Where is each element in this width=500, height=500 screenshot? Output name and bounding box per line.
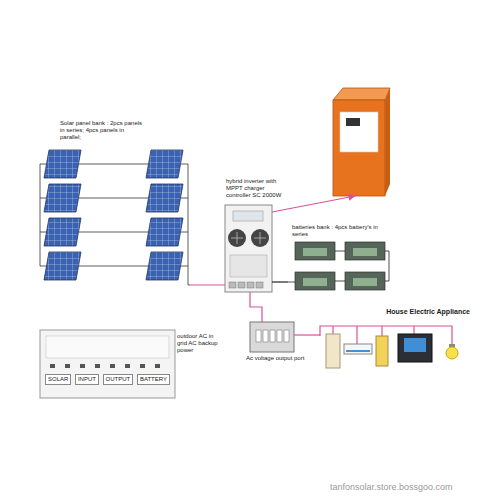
terminal [247, 282, 254, 288]
indicator [65, 364, 70, 368]
breaker [263, 330, 268, 342]
wire-connector [294, 334, 320, 335]
terminal [256, 282, 263, 288]
solar-panel [146, 184, 183, 212]
inverter-side [385, 88, 390, 196]
solar-panel [44, 150, 81, 178]
panel-bank: Solar panel bank : 2pcs panels in series… [38, 118, 190, 298]
hybrid-inverter: outdoor AC in grid AC backup power [225, 205, 272, 292]
inverter-screen [346, 118, 360, 126]
fan-blades [231, 232, 266, 244]
front-panel-strip [46, 336, 169, 358]
solar-panel [44, 218, 81, 246]
node-text: Solar panel bank : 2pcs panels in series… [60, 120, 144, 142]
watermark: tanfonsolar.store.bossgoo.com [330, 482, 453, 492]
battery-bank: batteries bank : 4pcs battery's in serie… [288, 222, 392, 296]
indicator [155, 364, 160, 368]
inverter-lid [333, 88, 390, 100]
node-text: House Electric Appliance [320, 308, 470, 316]
terminal [238, 282, 245, 288]
battery [345, 242, 385, 260]
distribution-box [250, 322, 294, 352]
monitor-screen [404, 338, 426, 352]
node-text: batteries bank : 4pcs battery's in serie… [292, 224, 388, 238]
indicator [140, 364, 145, 368]
inverter-front [340, 112, 378, 152]
parallel-bus [40, 164, 46, 266]
parallel-bus [181, 164, 190, 285]
inverter-body [333, 100, 385, 196]
inverter-housing [225, 205, 272, 292]
panel-label: BATTERY [137, 374, 170, 385]
indicator [95, 364, 100, 368]
solar-panel [44, 252, 81, 280]
node-text: outdoor AC in grid AC backup power [177, 333, 223, 355]
indicator [110, 364, 115, 368]
solar-panel [44, 184, 81, 212]
battery [295, 272, 335, 290]
battery-sticker [353, 248, 377, 256]
node-text: hybrid inverter with MPPT charger contro… [226, 178, 290, 200]
solar-panel [146, 218, 183, 246]
breaker [277, 330, 282, 342]
appliance-monitor [398, 334, 432, 362]
appliance-group: House Electric Appliance [320, 308, 470, 374]
inverter-photo: hybrid inverter with MPPT charger contro… [333, 88, 390, 196]
battery-sticker [303, 278, 327, 286]
breaker [256, 330, 261, 342]
panel-label: SOLAR [45, 374, 71, 385]
indicator [125, 364, 130, 368]
node-text: Ac voltage output port [246, 355, 326, 362]
indicator [80, 364, 85, 368]
solar-panel [146, 150, 183, 178]
appliance-tower [326, 334, 340, 368]
air-conditioner [344, 344, 372, 354]
battery [295, 242, 335, 260]
panel-label: OUTPUT [103, 374, 134, 385]
wire-connector [272, 196, 355, 212]
appliance-box [376, 336, 388, 366]
light-bulb [446, 347, 458, 359]
inverter-display [233, 211, 263, 221]
wire-connector [272, 281, 288, 282]
inverter-panel [230, 255, 267, 277]
wire-connector [190, 284, 225, 285]
solar-panel [146, 252, 183, 280]
series-wire [79, 164, 148, 266]
wire-connector [250, 292, 262, 322]
indicator [50, 364, 55, 368]
ac-vent [346, 350, 370, 352]
breaker [284, 330, 289, 342]
breaker [270, 330, 275, 342]
front-panel-shell [40, 330, 175, 398]
battery [345, 272, 385, 290]
distribution-box: Ac voltage output port [250, 322, 294, 352]
panel-label: INPUT [75, 374, 99, 385]
battery-sticker [353, 278, 377, 286]
terminal [229, 282, 236, 288]
battery-sticker [303, 248, 327, 256]
battery-wire [288, 251, 389, 282]
front-panel: SOLAR INPUT OUTPUTBATTERY [40, 330, 175, 398]
